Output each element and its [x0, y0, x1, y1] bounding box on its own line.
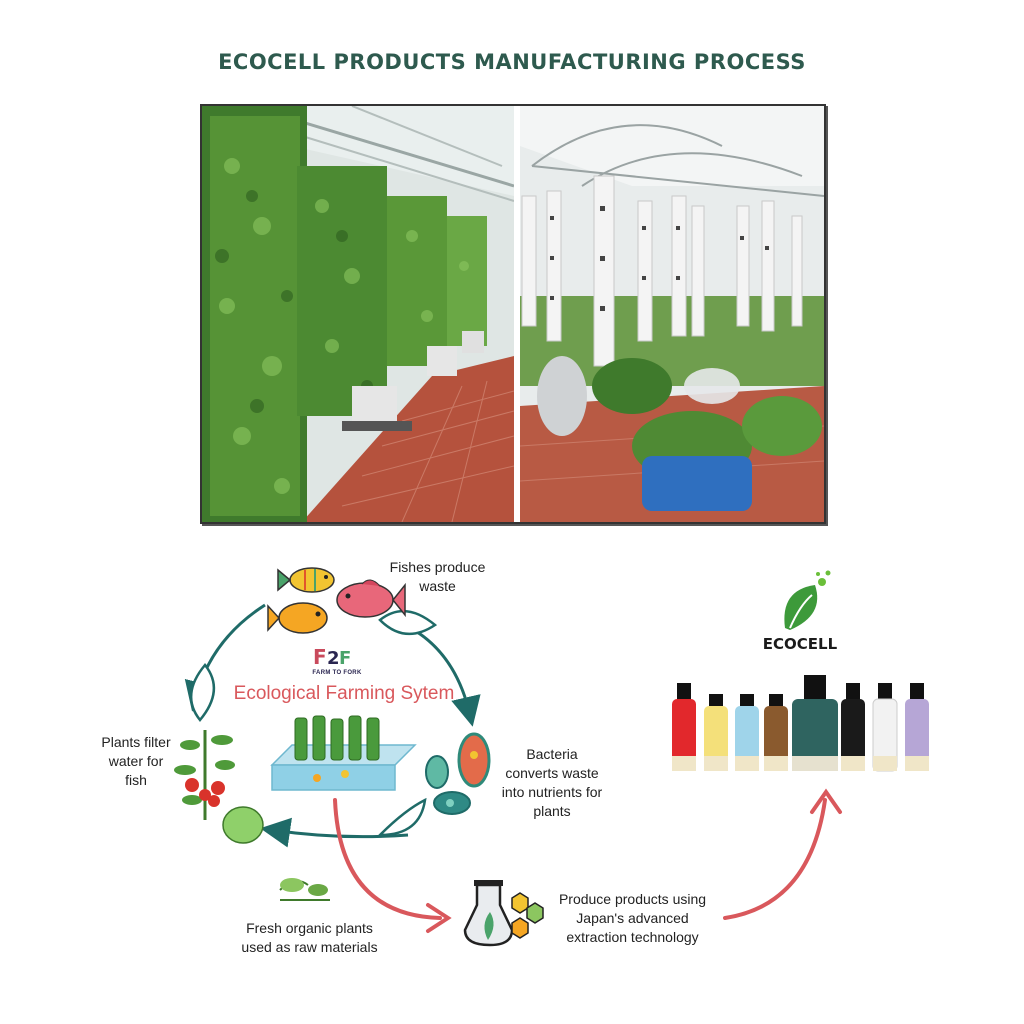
step-bacteria-label: Bacteria converts waste into nutrients f…	[501, 746, 603, 819]
bottle	[905, 683, 929, 771]
bacteria-icon	[425, 732, 491, 815]
flow-arrow-tank-to-lab	[333, 798, 442, 920]
system-title: Ecological Farming Sytem	[233, 683, 455, 704]
leaf-arrow-accent-top	[378, 609, 438, 636]
page-title: ECOCELL PRODUCTS MANUFACTURING PROCESS	[218, 50, 806, 74]
ecocell-leaf-logo	[784, 570, 831, 630]
bottle	[764, 694, 788, 771]
leaf-icon	[279, 878, 330, 901]
process-diagram: F 2 F	[174, 567, 929, 947]
bottle	[841, 683, 865, 771]
flask-molecule-icon	[463, 880, 544, 947]
bottle	[704, 694, 728, 771]
right-photo-tower-garden	[519, 106, 824, 522]
bottle	[672, 683, 696, 771]
production-label: Produce products using Japan's advanced …	[558, 891, 707, 945]
farm-to-fork-caption: FARM TO FORK	[312, 670, 362, 676]
fish-icon	[277, 567, 335, 593]
raw-materials-label: Fresh organic plants used as raw materia…	[241, 920, 378, 955]
product-bottles	[672, 675, 929, 772]
flow-arrowhead-lab	[426, 903, 452, 933]
flow-arrowhead-products	[810, 788, 842, 814]
flow-arrows	[333, 798, 827, 920]
aquaponic-tower-icon	[270, 715, 417, 791]
fish-icon	[267, 602, 328, 634]
svg-text:F: F	[313, 645, 327, 669]
tomato-plant-icon	[174, 730, 264, 844]
bottle	[792, 675, 838, 771]
fish-icon	[336, 579, 406, 618]
step-fish-label: Fishes produce waste	[389, 559, 486, 594]
flow-arrow-lab-to-products	[723, 798, 827, 920]
leaf-arrow-accent-bottom	[376, 797, 427, 837]
step-plants-label: Plants filter water for fish	[101, 734, 171, 788]
farm-photo-collage	[200, 104, 826, 524]
leaf-arrow-accent-left	[189, 663, 216, 722]
left-photo-vertical-garden	[202, 106, 515, 522]
bottle	[872, 683, 898, 772]
farm-photos-illustration	[202, 106, 824, 522]
svg-text:2: 2	[327, 648, 340, 669]
farm-to-fork-logo: F 2 F	[313, 645, 351, 669]
svg-text:F: F	[339, 648, 351, 669]
brand-name: ECOCELL	[762, 635, 838, 653]
bottle	[735, 694, 759, 771]
